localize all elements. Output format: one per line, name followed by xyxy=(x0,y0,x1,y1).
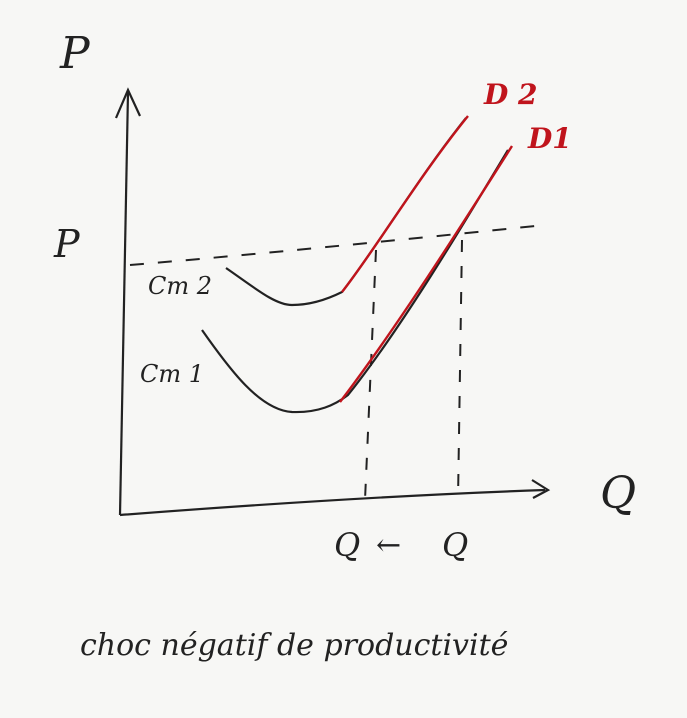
d1-label: D1 xyxy=(528,122,572,155)
caption: choc négatif de productivité xyxy=(80,628,509,663)
cm1-curve xyxy=(201,149,509,414)
y-axis-line xyxy=(118,91,130,516)
price-level-label: P xyxy=(54,222,80,266)
y-axis-label: P xyxy=(60,28,90,79)
y-axis-arrowhead xyxy=(114,87,141,119)
d1-supply-curve xyxy=(339,145,514,403)
price-dashed-line xyxy=(129,224,546,266)
q2-dashed-line xyxy=(364,249,377,501)
q1-dashed-line xyxy=(457,239,463,501)
q-left-tick-label: Q xyxy=(334,526,361,564)
q-shift-arrow: ← xyxy=(376,528,402,563)
x-axis-label: Q xyxy=(600,468,637,519)
x-axis-line xyxy=(119,488,546,517)
cm2-label: Cm 2 xyxy=(148,272,213,300)
cm1-label: Cm 1 xyxy=(140,360,205,388)
d2-supply-curve xyxy=(341,115,469,293)
q-right-tick-label: Q xyxy=(442,526,469,564)
d2-label: D 2 xyxy=(484,78,538,111)
x-axis-arrowhead xyxy=(531,479,551,499)
